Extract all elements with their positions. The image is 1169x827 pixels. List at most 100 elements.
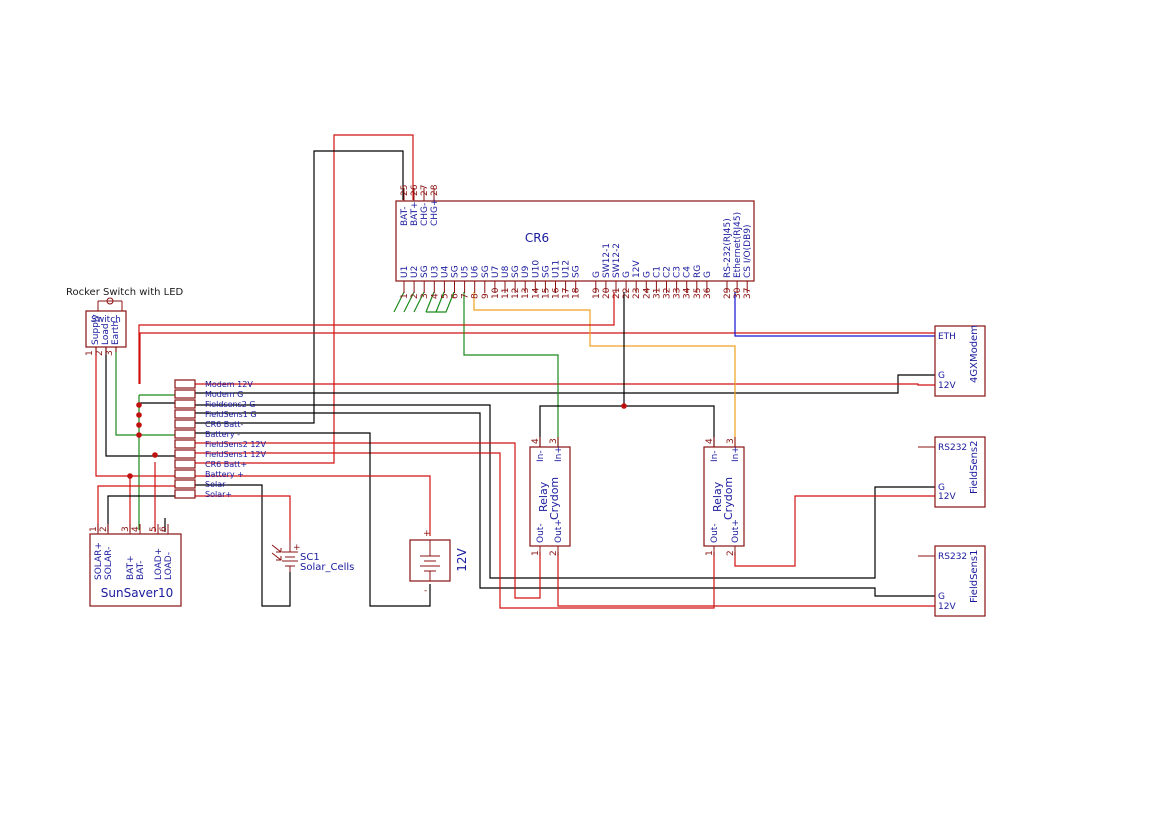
battery-value: 12V bbox=[455, 547, 469, 571]
device-title: FieldSens1 bbox=[969, 550, 980, 604]
relay-pin-name: In+ bbox=[554, 446, 564, 462]
device-title: 4GXModem bbox=[969, 325, 980, 383]
cr6-pin-name: C1 bbox=[652, 266, 662, 278]
cr6-pin-number: 23 bbox=[632, 288, 642, 299]
device-pin-name: 12V bbox=[938, 381, 956, 391]
wire-battery-plus bbox=[195, 475, 431, 536]
wire-sg-bundle4 bbox=[425, 291, 435, 313]
terminal-label: CR6 Batt- bbox=[205, 420, 243, 429]
cr6-pin-number: 9 bbox=[481, 293, 491, 299]
wire-battery-minus bbox=[195, 432, 431, 607]
sunsaver-pin-name: BAT+ bbox=[126, 555, 136, 580]
relay-pin-number: 1 bbox=[531, 550, 541, 556]
junction-dot bbox=[127, 473, 133, 479]
wire-switch-supply bbox=[95, 347, 195, 477]
switch-caption: Rocker Switch with LED bbox=[66, 287, 184, 298]
terminal-block bbox=[174, 399, 196, 409]
device-pin-name: 12V bbox=[938, 492, 956, 502]
cr6-pin-number: 6 bbox=[451, 293, 461, 299]
wire-fs2-g-run bbox=[195, 404, 935, 579]
wire-modem-12v bbox=[195, 383, 935, 386]
relay-pin-number: 4 bbox=[705, 438, 715, 444]
cr6-pin-number: 7 bbox=[461, 293, 471, 299]
terminal-block bbox=[174, 409, 196, 419]
wire-sg-bundle bbox=[393, 291, 405, 313]
wires bbox=[95, 134, 935, 609]
switch-title: Switch bbox=[91, 315, 121, 325]
sunsaver-pin-number: 4 bbox=[131, 526, 141, 532]
sunsaver-pin-name: BAT- bbox=[136, 560, 146, 580]
terminal-label: Battery + bbox=[205, 470, 244, 479]
device-pin-name: G bbox=[938, 592, 945, 602]
cr6-pin-number: 26 bbox=[410, 184, 420, 196]
terminal-label: Modem 12V bbox=[205, 380, 253, 389]
terminal-label: Battery - bbox=[205, 430, 240, 439]
relay-title: Relay bbox=[537, 481, 550, 512]
cr6-pin-name: SG bbox=[541, 265, 551, 278]
terminal-block bbox=[174, 469, 196, 479]
cr6-pin-name: SG bbox=[572, 265, 582, 278]
relay-pin-name: In- bbox=[710, 450, 720, 462]
cr6-pin-name: BAT- bbox=[400, 206, 410, 226]
cr6-pin-number: 21 bbox=[612, 288, 622, 299]
device-pin-name: ETH bbox=[938, 332, 956, 342]
sunsaver-pin-number: 5 bbox=[149, 526, 159, 532]
wire-relay1-out bbox=[557, 552, 935, 607]
cr6-title: CR6 bbox=[525, 231, 549, 245]
cr6-body bbox=[395, 200, 755, 282]
cr6-pin-name: G bbox=[703, 271, 713, 278]
relay-title: Relay bbox=[711, 481, 724, 512]
battery-12v: + - 12V bbox=[409, 529, 469, 596]
relay-pin-number: 2 bbox=[549, 550, 559, 556]
relay-pin-name: Out+ bbox=[554, 519, 564, 543]
sunsaver-pin-number: 2 bbox=[99, 526, 109, 532]
terminal-label: FieldSens2 12V bbox=[205, 440, 267, 449]
wire-g22-relay2 bbox=[624, 405, 715, 447]
battery-plus-sign: + bbox=[423, 529, 431, 539]
sunsaver-pin-name: LOAD- bbox=[164, 552, 174, 580]
relay-title: Crydom bbox=[548, 477, 561, 520]
relay-pin-name: In+ bbox=[731, 446, 741, 462]
wire-sunsaver-solarminus bbox=[107, 495, 195, 532]
cr6-pin-name: U2 bbox=[410, 266, 420, 278]
terminal-block bbox=[174, 419, 196, 429]
junction-dot bbox=[136, 422, 142, 428]
cr6-pin-name: G bbox=[592, 271, 602, 278]
cr6-pin-name: Ethernet(RJ45) bbox=[733, 212, 743, 278]
cr6-pin-name: BAT+ bbox=[410, 201, 420, 226]
cr6-pin-name: G bbox=[622, 271, 632, 278]
cr6-pin-name: RS-232(RJ45) bbox=[723, 218, 733, 278]
wire-sg-bundle3 bbox=[413, 291, 425, 313]
cr6-pin-number: 29 bbox=[723, 287, 733, 299]
device-body bbox=[934, 545, 986, 617]
relay-pin-number: 1 bbox=[705, 550, 715, 556]
junction-dot bbox=[136, 432, 142, 438]
cr6-pin-number: 19 bbox=[592, 287, 602, 299]
terminal-label: Solar+ bbox=[205, 490, 232, 499]
relay-pin-name: Out- bbox=[710, 523, 720, 543]
relay-pin-number: 2 bbox=[726, 550, 736, 556]
relay-body bbox=[529, 446, 571, 547]
cr6-pin-name: C4 bbox=[683, 266, 693, 278]
wire-solar-minus bbox=[195, 484, 291, 607]
device-body bbox=[934, 325, 986, 397]
terminal-block bbox=[174, 489, 196, 499]
cr6-pin-number: 27 bbox=[420, 185, 430, 196]
relay-pin-number: 3 bbox=[549, 438, 559, 444]
cr6-pin-name: CHG+ bbox=[430, 198, 440, 226]
wire-switch-earth bbox=[115, 347, 140, 530]
cr6-pin-number: 15 bbox=[541, 288, 551, 299]
terminal-block bbox=[174, 389, 196, 399]
cr6-pin-number: 12 bbox=[511, 288, 521, 299]
terminal-block bbox=[174, 459, 196, 469]
cr6-pin-name: U6 bbox=[471, 265, 481, 278]
cr6-pin-number: 22 bbox=[622, 288, 632, 299]
cr6-pin-name: SG bbox=[420, 265, 430, 278]
wire-fs1-g bbox=[195, 412, 935, 597]
cr6-pin-name: SG bbox=[481, 265, 491, 278]
